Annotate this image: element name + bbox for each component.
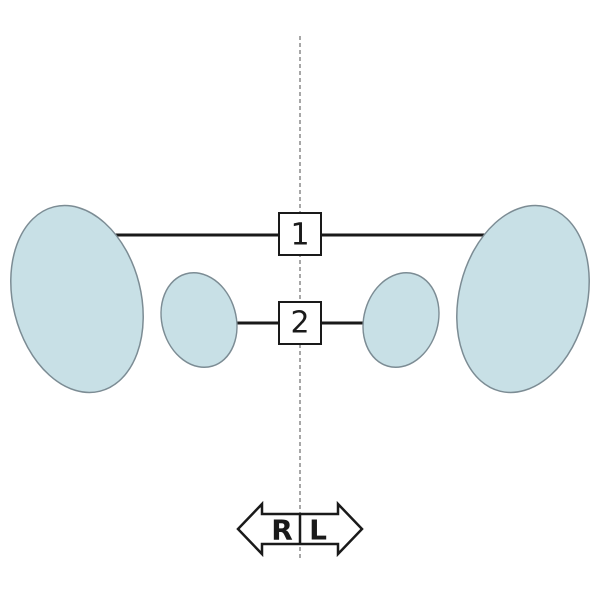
label-1-text: 1 [290,218,309,253]
outer-lobe-left-side [456,204,590,394]
label-2-text: 2 [290,306,309,341]
left-side-label: L [309,514,327,547]
outer-lobe-right-side [10,204,144,394]
label-box-2: 2 [278,301,322,345]
label-box-1: 1 [278,212,322,256]
inner-lobe-right-side [160,271,238,369]
orientation-arrow: R L [236,500,364,558]
right-side-label: R [271,514,293,547]
inner-lobe-left-side [362,271,440,369]
